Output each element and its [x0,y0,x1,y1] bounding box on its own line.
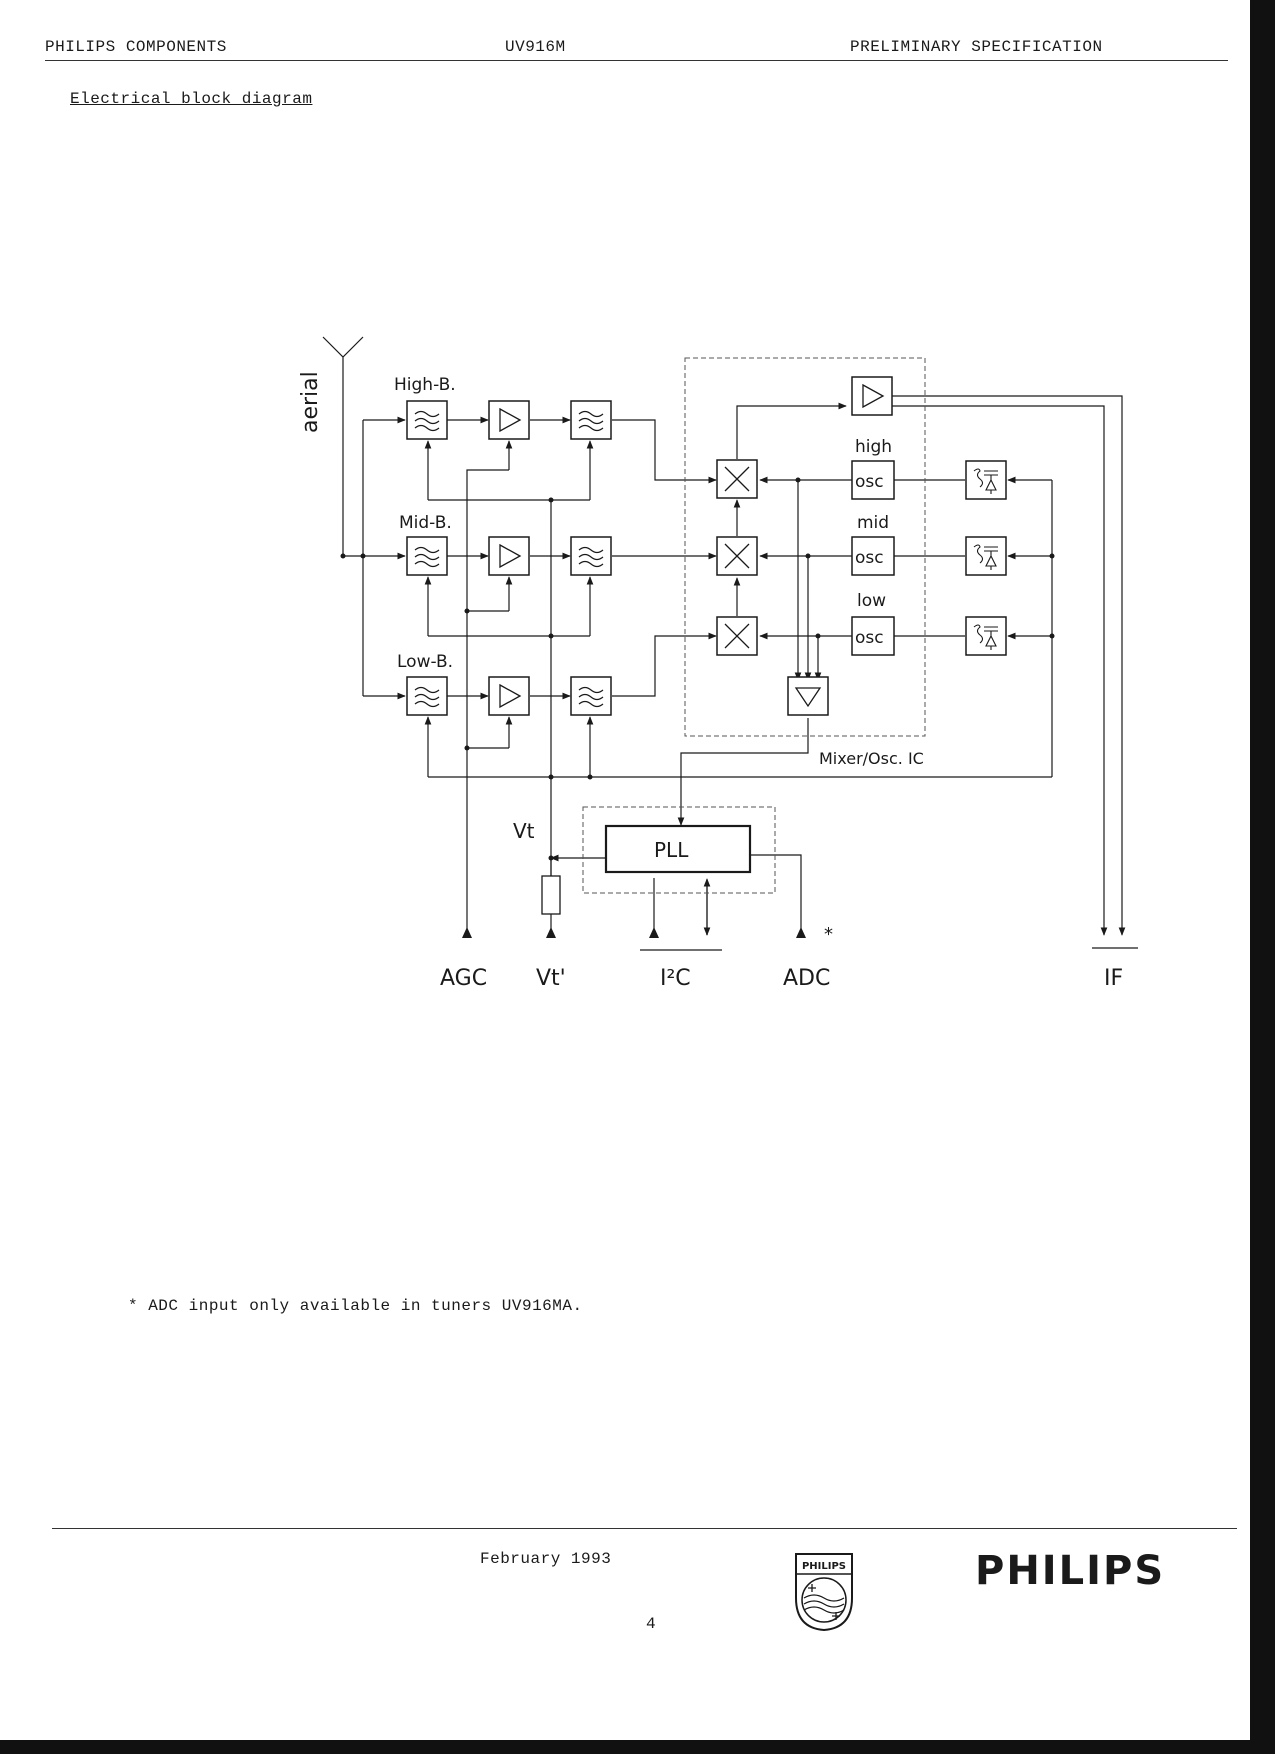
header-company: PHILIPS COMPONENTS [45,38,227,56]
osc-label-high: high [855,437,892,457]
block-diagram: aerial High-B. Mid-B. Low-B. high mid lo… [298,336,1138,991]
footer-rule [52,1528,1237,1529]
pll-label: PLL [654,838,689,862]
pin-adc: ADC [783,966,830,991]
osc-text-low: osc [855,628,884,648]
ic-label: Mixer/Osc. IC [819,749,924,768]
philips-shield-logo: PHILIPS [795,1553,853,1632]
osc-text-mid: osc [855,548,884,568]
pin-if: IF [1104,966,1123,991]
section-title: Electrical block diagram [70,90,313,108]
pin-agc: AGC [440,966,487,991]
band-label-mid: Mid-B. [399,513,452,533]
band-label-low: Low-B. [397,652,453,672]
pin-adc-asterisk: * [824,924,833,945]
shield-brand-text: PHILIPS [802,1561,846,1572]
footer-date: February 1993 [480,1550,612,1568]
scan-edge-right [1250,0,1275,1754]
band-label-high: High-B. [394,375,456,395]
header-spec-status: PRELIMINARY SPECIFICATION [850,38,1103,56]
pin-vt-prime: Vt' [536,966,566,991]
document-page: PHILIPS COMPONENTS UV916M PRELIMINARY SP… [45,38,1237,1633]
scan-edge-bottom [0,1740,1275,1754]
osc-label-mid: mid [857,513,889,533]
header-part-number: UV916M [505,38,566,56]
header-rule [45,60,1228,61]
pin-i2c: I²C [660,966,691,991]
vt-label: Vt [513,819,535,843]
footnote: * ADC input only available in tuners UV9… [128,1297,583,1315]
page-number: 4 [646,1615,656,1633]
osc-text-high: osc [855,472,884,492]
osc-label-low: low [857,591,886,611]
aerial-label: aerial [298,371,323,433]
brand-wordmark: PHILIPS [975,1548,1166,1594]
